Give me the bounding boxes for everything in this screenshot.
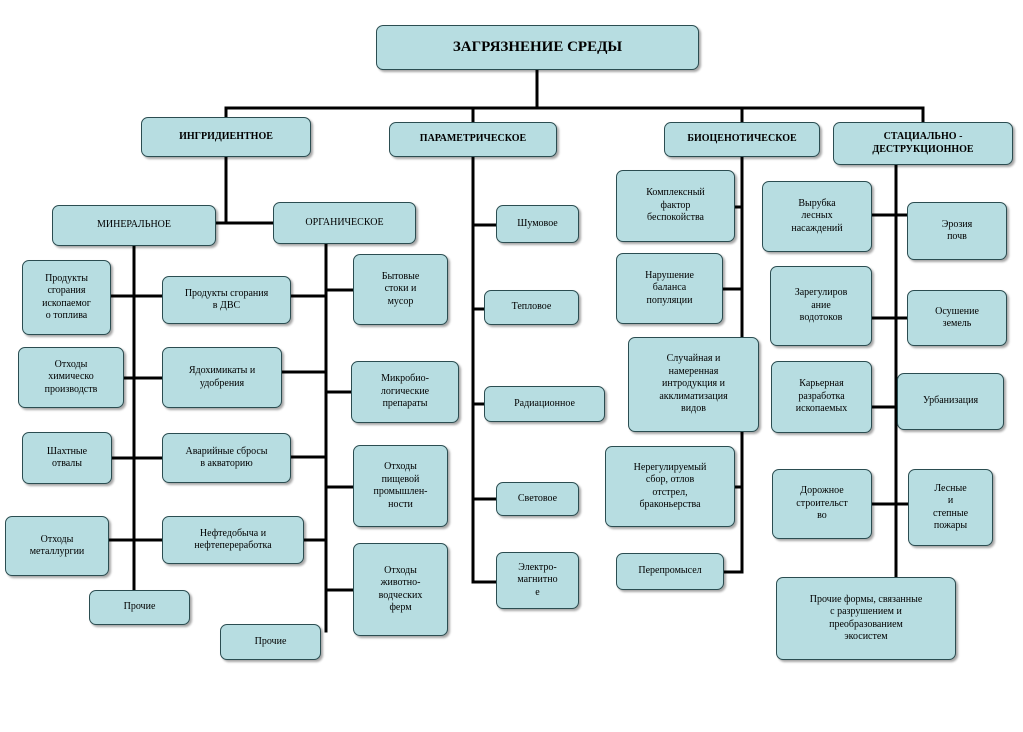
parametric-item: Тепловое: [484, 290, 579, 325]
stational-right-item: Лесные и степные пожары: [908, 469, 993, 546]
biocenotic-item: Нерегулируемый сбор, отлов отстрел, брак…: [605, 446, 735, 527]
biocenotic-item: Нарушение баланса популяции: [616, 253, 723, 324]
subcategory-organic: ОРГАНИЧЕСКОЕ: [273, 202, 416, 244]
stational-other: Прочие формы, связанные с разрушением и …: [776, 577, 956, 660]
mineral-other: Прочие: [89, 590, 190, 625]
stational-left-item: Зарегулиров ание водотоков: [770, 266, 872, 346]
parametric-item: Световое: [496, 482, 579, 516]
stational-right-item: Урбанизация: [897, 373, 1004, 430]
stational-left-item: Дорожное строительст во: [772, 469, 872, 539]
mineral-left-item: Отходы металлургии: [5, 516, 109, 576]
mineral-right-item: Ядохимикаты и удобрения: [162, 347, 282, 408]
parametric-item: Электро- магнитно е: [496, 552, 579, 609]
mineral-right-item: Продукты сгорания в ДВС: [162, 276, 291, 324]
biocenotic-item: Случайная и намеренная интродукция и акк…: [628, 337, 759, 432]
mineral-left-item: Отходы химическо производств: [18, 347, 124, 408]
stational-right-item: Эрозия почв: [907, 202, 1007, 260]
page-title: ЗАГРЯЗНЕНИЕ СРЕДЫ: [376, 25, 699, 70]
biocenotic-item: Перепромысел: [616, 553, 724, 590]
organic-other: Прочие: [220, 624, 321, 660]
category-biocenotic: БИОЦЕНОТИЧЕСКОЕ: [664, 122, 820, 157]
parametric-item: Шумовое: [496, 205, 579, 243]
stational-right-item: Осушение земель: [907, 290, 1007, 346]
mineral-left-item: Шахтные отвалы: [22, 432, 112, 484]
parametric-item: Радиационное: [484, 386, 605, 422]
organic-item: Отходы пищевой промышлен- ности: [353, 445, 448, 527]
organic-item: Бытовые стоки и мусор: [353, 254, 448, 325]
organic-item: Отходы животно- водческих ферм: [353, 543, 448, 636]
category-ingredient: ИНГРИДИЕНТНОЕ: [141, 117, 311, 157]
organic-item: Микробио- логические препараты: [351, 361, 459, 423]
stational-left-item: Карьерная разработка ископаемых: [771, 361, 872, 433]
subcategory-mineral: МИНЕРАЛЬНОЕ: [52, 205, 216, 246]
biocenotic-item: Комплексный фактор беспокойства: [616, 170, 735, 242]
mineral-right-item: Аварийные сбросы в акваторию: [162, 433, 291, 483]
mineral-right-item: Нефтедобыча и нефтепереработка: [162, 516, 304, 564]
stational-left-item: Вырубка лесных насаждений: [762, 181, 872, 252]
category-parametric: ПАРАМЕТРИЧЕСКОЕ: [389, 122, 557, 157]
category-stational-destructive: СТАЦИАЛЬНО - ДЕСТРУКЦИОННОЕ: [833, 122, 1013, 165]
mineral-left-item: Продукты сгорания ископаемог о топлива: [22, 260, 111, 335]
